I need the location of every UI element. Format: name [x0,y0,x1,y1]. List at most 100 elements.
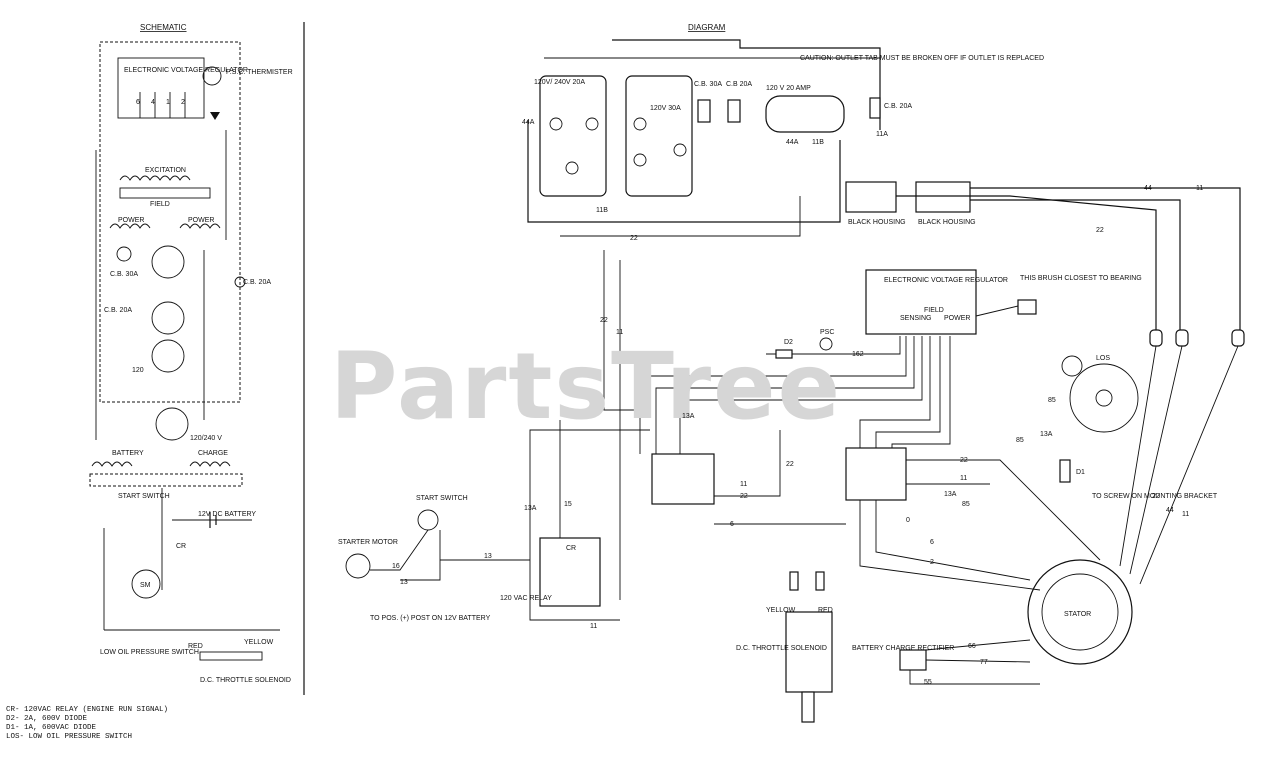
stator-connector-1 [1149,329,1163,347]
black-housing-2-label: BLACK HOUSING [918,219,976,226]
svg-text:22: 22 [600,317,608,324]
svg-text:6: 6 [930,539,934,546]
schematic-evr-label: ELECTRONIC VOLTAGE REGULATOR [124,67,248,74]
terminal-block-right [845,447,907,501]
battery-charge-rectifier [899,649,927,671]
svg-text:11B: 11B [596,207,608,214]
starter-motor-label: STARTER MOTOR [338,539,398,546]
stator [1027,559,1133,665]
duplex-outlet-120v [765,95,845,133]
diagram-header: DIAGRAM [688,23,726,32]
evr-pin-field: FIELD [924,307,944,314]
black-housing-2 [915,181,971,213]
svg-text:13A: 13A [944,491,957,498]
evr-pin-sensing: SENSING [900,315,932,322]
schematic-yellow-label: YELLOW [244,639,274,646]
cb20b-label: C.B. 20A [884,103,912,110]
svg-text:22: 22 [1152,493,1160,500]
partstree-watermark: PartsTree [330,333,842,440]
svg-text:2: 2 [930,559,934,566]
schematic-cb20-label: C.B. 20A [243,279,271,286]
schematic-excitation-label: EXCITATION [145,167,186,174]
excitation-coil [119,175,191,181]
svg-text:44: 44 [1144,185,1152,192]
screw-label: TO SCREW ON MOUNTING BRACKET [1092,493,1218,500]
svg-text:11: 11 [590,623,597,630]
yellow-label: YELLOW [766,607,796,614]
los-switch [1069,363,1139,433]
schematic-dc-throttle-label: D.C. THROTTLE SOLENOID [200,677,291,684]
starter-motor-icon [345,553,371,579]
brush-label: THIS BRUSH CLOSEST TO BEARING [1020,275,1142,282]
schematic-diode-icon [210,112,220,120]
evr-module [865,269,977,335]
outlet1-label: 120V/ 240V 20A [534,79,585,86]
outlet-120-icon [151,339,185,373]
caution-label: CAUTION: OUTLET TAB MUST BE BROKEN OFF I… [800,55,1044,62]
svg-text:77: 77 [980,659,988,666]
svg-text:13A: 13A [1040,431,1053,438]
svg-text:66: 66 [968,643,976,650]
relay-cr-label: CR [566,545,576,552]
schematic-start-switch-label: START SWITCH [118,493,170,500]
schematic-cb30-label: C.B. 30A [110,271,138,278]
svg-text:6: 6 [730,521,734,528]
d2-label: D2 [784,339,793,346]
svg-text:85: 85 [962,501,970,508]
svg-text:6: 6 [136,99,140,106]
svg-text:22: 22 [960,457,968,464]
svg-text:13A: 13A [682,413,695,420]
start-switch-label: START SWITCH [416,495,468,502]
d1-diode [1059,459,1071,483]
legend-line: D2- 2A, 600V DIODE [6,715,88,723]
svg-text:44: 44 [1166,507,1174,514]
diagram-section: 120V/ 240V 20A 120V 30A C.B. 30A C.B 20A… [338,39,1245,723]
terminal-block-left [651,453,715,505]
relay-label: 120 VAC RELAY [500,595,552,602]
outlet2-label: 120V 30A [650,105,681,112]
outlet-20a-icon [151,301,185,335]
svg-text:44A: 44A [786,139,799,146]
schematic-low-oil-label: LOW OIL PRESSURE SWITCH [100,649,199,656]
outlet-120v-30a [625,75,693,197]
schematic-power-label-2: POWER [188,217,214,224]
dc-throttle-solenoid [785,611,833,693]
stator-connector-2 [1175,329,1189,347]
svg-text:4: 4 [151,99,155,106]
cb30-label: C.B. 30A [694,81,722,88]
schematic-field-label: FIELD [150,201,170,208]
svg-text:11: 11 [1196,185,1203,192]
schematic-power-label-1: POWER [118,217,144,224]
legend-line: D1- 1A, 600VAC DIODE [6,724,97,732]
black-housing-1 [845,181,897,213]
schematic-enclosure [99,41,241,403]
cb20a-label: C.B 20A [726,81,752,88]
svg-text:13: 13 [400,579,408,586]
solenoid-connector-red [815,571,825,591]
svg-text:85: 85 [1016,437,1024,444]
schematic-red-label: RED [188,643,203,650]
svg-text:22: 22 [740,493,748,500]
outlet-30a-icon [151,245,185,279]
start-switch-icon[interactable] [417,509,439,531]
schematic-solenoid [199,651,263,661]
schematic-starter-motor [131,569,161,599]
cb30-icon [116,246,132,262]
solenoid-connector-yellow [789,571,799,591]
schematic-battery-label: BATTERY [112,450,144,457]
svg-text:11: 11 [616,329,623,336]
schematic-battery12-label: 12V DC BATTERY [198,511,256,518]
duplex-label: 120 V 20 AMP [766,85,811,92]
svg-text:85: 85 [1048,397,1056,404]
svg-text:11A: 11A [876,131,888,138]
component-legend: CR- 120VAC RELAY (ENGINE RUN SIGNAL) D2-… [6,706,168,742]
charge-coil [189,461,231,467]
svg-text:22: 22 [630,235,638,242]
psc-thermister [819,337,833,351]
stator-label: STATOR [1064,611,1091,618]
to-pos-label: TO POS. (+) POST ON 12V BATTERY [370,615,491,622]
schematic-evr-box [117,57,205,119]
svg-text:0: 0 [906,517,910,524]
